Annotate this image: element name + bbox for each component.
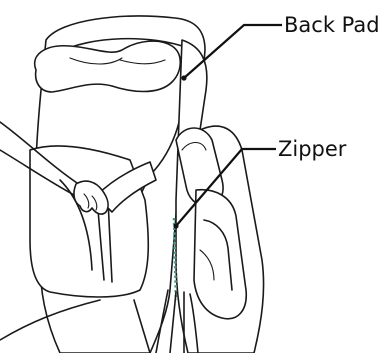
back-pad-label: Back Pad [284,13,380,37]
back-pad [30,146,148,297]
zipper-label: Zipper [278,137,347,161]
zipper-leader-dot [173,223,178,228]
back-pad-leader-dot [181,75,186,80]
massage-seat-illustration [0,16,264,353]
back-pad-callout: Back Pad [181,13,379,81]
